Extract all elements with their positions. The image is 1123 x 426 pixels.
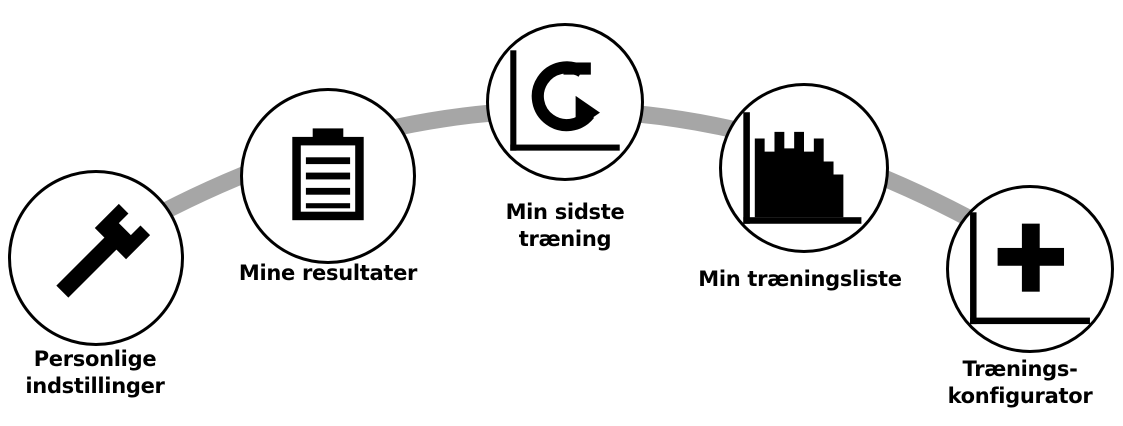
label-last-training: Min sidste træning <box>505 200 625 251</box>
node-training-configurator[interactable] <box>946 185 1114 353</box>
label-training-configurator: Trænings- konfigurator <box>947 357 1093 408</box>
node-last-training[interactable] <box>486 23 644 181</box>
node-my-results[interactable] <box>240 88 416 264</box>
clipboard-icon <box>292 128 364 221</box>
node-training-list[interactable] <box>719 83 889 253</box>
bar-chart-icon <box>743 112 862 224</box>
label-personal-settings: Personlige indstillinger <box>25 347 165 398</box>
plus-chart-icon <box>970 212 1090 325</box>
label-my-results: Mine resultater <box>238 261 418 285</box>
label-training-list: Min træningsliste <box>698 267 902 291</box>
repeat-chart-icon <box>510 50 620 151</box>
wrench-icon <box>56 203 151 298</box>
node-personal-settings[interactable] <box>8 170 184 346</box>
